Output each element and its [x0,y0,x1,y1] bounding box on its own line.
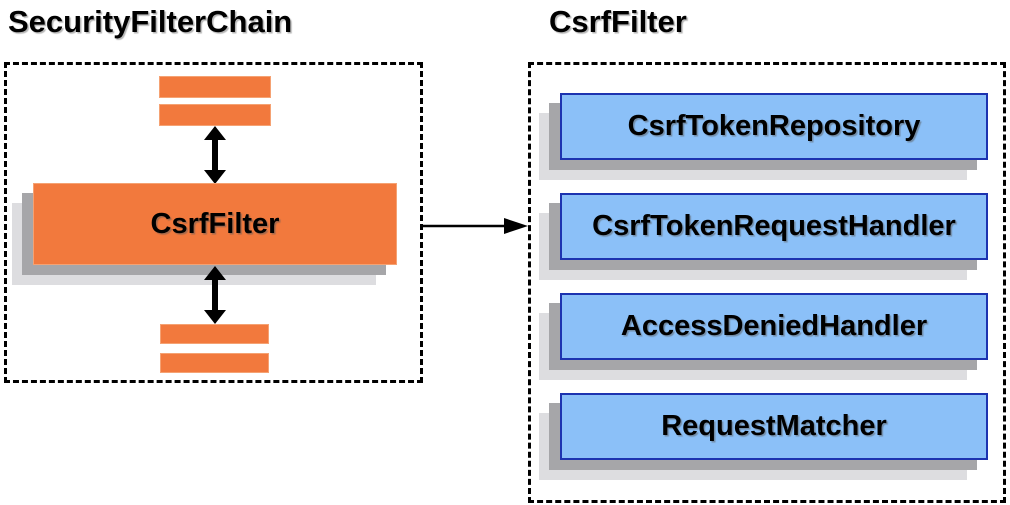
component-label: AccessDeniedHandler [620,310,928,342]
component-box-csrf-token-request-handler: CsrfTokenRequestHandler [560,193,988,260]
component-label: CsrfTokenRequestHandler [592,210,956,242]
filter-placeholder-bar-bottom-2 [160,353,269,373]
component-box-access-denied-handler: AccessDeniedHandler [560,293,988,360]
csrf-filter-node: CsrfFilter [33,183,397,265]
flow-arrow-icon [421,217,529,235]
component-box-request-matcher: RequestMatcher [560,393,988,460]
component-label: CsrfTokenRepository [627,110,921,142]
csrf-filter-node-label: CsrfFilter [150,207,280,240]
security-filter-chain-container [4,62,423,383]
filter-placeholder-bar-bottom-1 [160,324,269,344]
component-box-csrf-token-repository: CsrfTokenRepository [560,93,988,160]
csrf-filter-container [528,62,1006,503]
bidirectional-arrow-bottom-icon [203,266,227,324]
filter-placeholder-bar-top-2 [159,104,271,126]
left-panel-title: SecurityFilterChain [8,4,293,39]
right-panel-title: CsrfFilter [549,4,687,39]
component-label: RequestMatcher [661,410,887,442]
bidirectional-arrow-top-icon [203,126,227,184]
filter-placeholder-bar-top-1 [159,76,271,98]
